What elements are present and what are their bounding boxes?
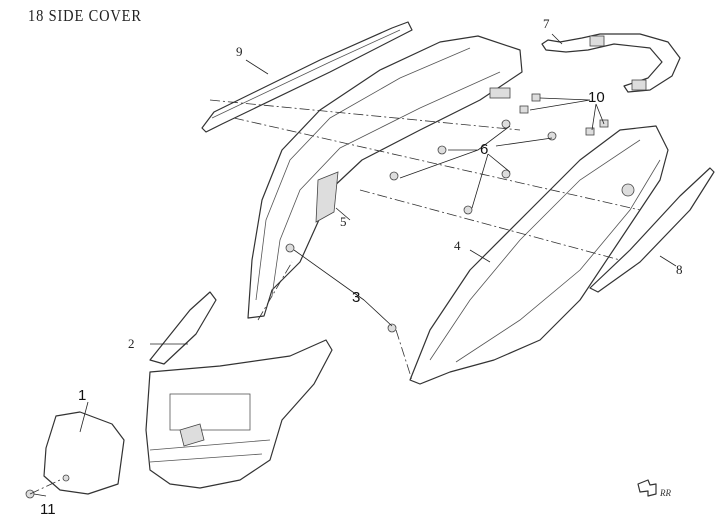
part-8-strip [589,167,715,293]
part-4-side-cover [409,125,669,385]
part-7-bracket [541,33,681,93]
callout-4: 4 [454,238,461,253]
direction-arrow-icon [637,479,657,497]
callout-8: 8 [676,262,683,277]
part-1-lid [43,411,125,495]
fasteners [285,93,609,333]
callout-5: 5 [340,214,347,229]
part-2-front-cover [145,291,333,489]
callout-10: 10 [588,89,605,106]
callout-7: 7 [543,16,550,31]
leader-lines [33,33,677,497]
callout-3: 3 [352,289,360,306]
callout-6: 6 [480,141,488,158]
callout-9: 9 [236,44,243,59]
callout-11: 11 [40,501,56,518]
diagram-title: 18 SIDE COVER [28,6,142,25]
callout-2: 2 [128,336,135,351]
part-5-inner-cover [247,35,523,319]
assembly-lines [29,99,641,495]
direction-label: RR [659,488,671,498]
callout-1: 1 [78,387,86,404]
